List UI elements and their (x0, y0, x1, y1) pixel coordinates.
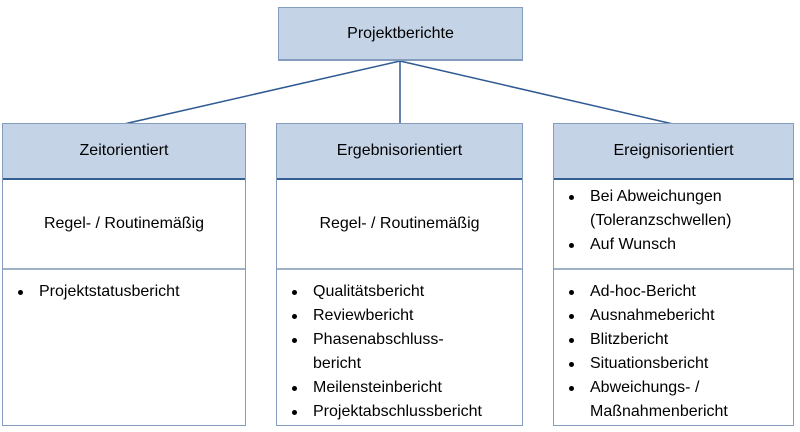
list-item: Bei Abweichungen (Toleranzschwellen) (554, 185, 793, 233)
column-header-label: Ereignisorientiert (613, 142, 734, 159)
column-middle-section: Bei Abweichungen (Toleranzschwellen)Auf … (554, 180, 793, 270)
column-ergebnisorientiert: Ergebnisorientiert Regel- / Routinemäßig… (276, 123, 523, 426)
middle-text: Regel- / Routinemäßig (43, 215, 205, 232)
column-header: Ereignisorientiert (554, 124, 793, 180)
list-item: Phasenabschluss- bericht (277, 328, 522, 376)
list-item: Auf Wunsch (554, 233, 793, 257)
column-header: Ergebnisorientiert (277, 124, 522, 180)
connector-line-left (123, 60, 401, 125)
list-item: Ad-hoc-Bericht (554, 280, 793, 304)
column-middle-section: Regel- / Routinemäßig (3, 180, 245, 270)
column-header-label: Ergebnisorientiert (336, 142, 463, 159)
list-item: Projektstatusbericht (3, 280, 245, 304)
list-item: Projektabschlussbericht (277, 400, 522, 424)
connector-line-right (399, 60, 674, 125)
report-list: Projektstatusbericht (3, 280, 245, 304)
trigger-list: Bei Abweichungen (Toleranzschwellen)Auf … (554, 185, 793, 257)
column-bottom-section: Projektstatusbericht (3, 270, 245, 425)
list-item: Qualitätsbericht (277, 280, 522, 304)
middle-text: Regel- / Routinemäßig (319, 215, 480, 232)
column-zeitorientiert: Zeitorientiert Regel- / Routinemäßig Pro… (2, 123, 246, 426)
list-item: Abweichungs- / Maßnahmenbericht (554, 376, 793, 424)
list-item: Reviewbericht (277, 304, 522, 328)
column-middle-section: Regel- / Routinemäßig (277, 180, 522, 270)
column-ereignisorientiert: Ereignisorientiert Bei Abweichungen (Tol… (553, 123, 794, 426)
column-header: Zeitorientiert (3, 124, 245, 180)
column-header-label: Zeitorientiert (79, 142, 169, 159)
list-item: Blitzbericht (554, 328, 793, 352)
list-item: Situationsbericht (554, 352, 793, 376)
list-item: Meilensteinbericht (277, 376, 522, 400)
list-item: Ausnahmebericht (554, 304, 793, 328)
root-node-projektberichte: Projektberichte (278, 7, 523, 61)
root-node-label: Projektberichte (347, 24, 454, 42)
